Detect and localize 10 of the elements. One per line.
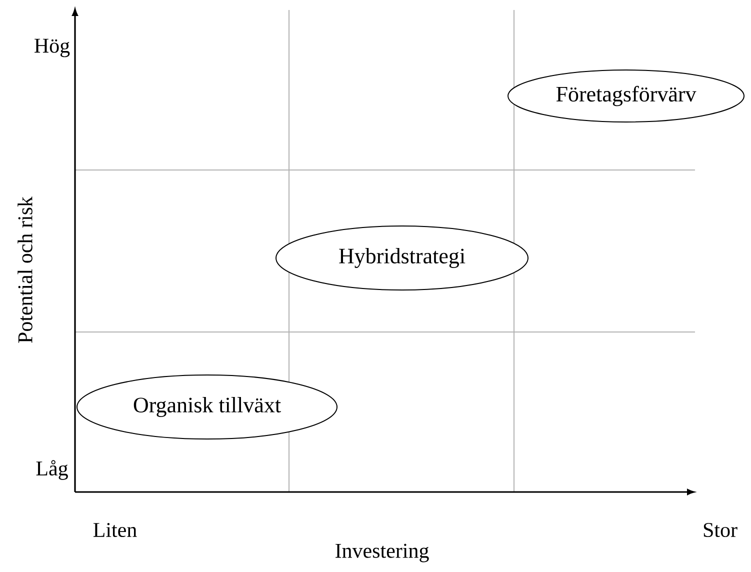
ellipse-node: Hybridstrategi: [276, 226, 528, 290]
axis-label: Låg: [36, 460, 68, 480]
axis-label: Investering: [336, 544, 429, 562]
node-label: Företagsförvärv: [556, 86, 696, 106]
ellipse-node: Företagsförvärv: [508, 70, 745, 122]
axis-label: Liten: [93, 522, 137, 538]
axis-label: Stor: [704, 522, 738, 538]
axis-label: Hög: [34, 38, 70, 58]
ellipse-node: Organisk tillväxt: [76, 374, 338, 440]
axis-label: Potential och risk: [18, 196, 32, 343]
